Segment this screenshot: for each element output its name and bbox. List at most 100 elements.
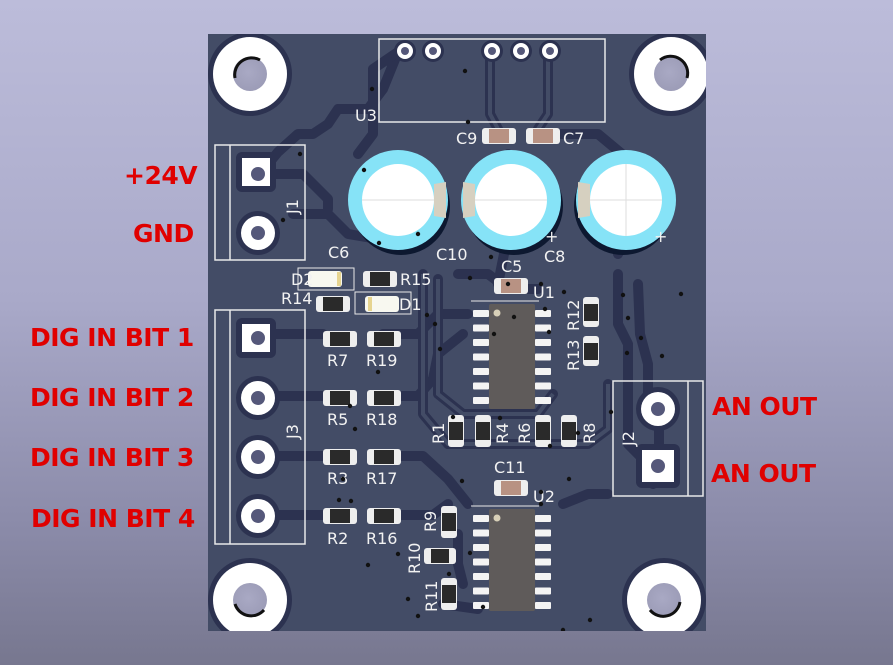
designator-u1: U1: [533, 283, 555, 302]
via: [678, 291, 684, 297]
designator-r13: R13: [564, 340, 583, 371]
ic-pin: [473, 587, 489, 595]
electrolytic-capacitor-c8: [574, 150, 676, 255]
designator-c10: C10: [436, 245, 468, 264]
designator-c5: C5: [501, 257, 522, 276]
via: [340, 476, 346, 482]
ic-pin: [535, 324, 551, 332]
ic-pin: [473, 529, 489, 537]
via: [361, 167, 367, 173]
via: [608, 409, 614, 415]
designator-d2: D2: [291, 270, 314, 289]
ic-pin: [535, 529, 551, 537]
via: [497, 415, 503, 421]
via: [365, 562, 371, 568]
via: [352, 426, 358, 432]
resistor-r7: [323, 331, 357, 347]
designator-r16: R16: [366, 529, 397, 548]
designator-r4: R4: [493, 423, 512, 444]
resistor-r6: [535, 415, 551, 447]
resistor-r11: [441, 578, 457, 610]
resistor-r10: [424, 548, 456, 564]
ic-pin: [535, 587, 551, 595]
via: [575, 430, 581, 436]
designator-r14: R14: [281, 289, 312, 308]
ic-pin: [473, 382, 489, 390]
resistor-r5: [323, 390, 357, 406]
label-dig-in-bit-3: DIG IN BIT 3: [30, 443, 194, 472]
designator-c9: C9: [456, 129, 477, 148]
designator-u2: U2: [533, 487, 555, 506]
via: [546, 329, 552, 335]
designator-r9: R9: [421, 511, 440, 532]
via: [395, 551, 401, 557]
ic-pin: [535, 310, 551, 317]
designator-r5: R5: [327, 410, 348, 429]
via: [538, 281, 544, 287]
via: [347, 403, 353, 409]
resistor-r14: [316, 296, 350, 312]
via: [462, 68, 468, 74]
designator-r8: R8: [580, 423, 599, 444]
ic-pin: [535, 382, 551, 390]
resistor-r13: [583, 336, 599, 366]
via: [542, 306, 548, 312]
ic-pin: [535, 339, 551, 346]
designator-c11: C11: [494, 458, 526, 477]
connector-j3: [214, 309, 306, 545]
via: [467, 550, 473, 556]
via: [467, 275, 473, 281]
via: [587, 617, 593, 623]
ic-pin: [473, 544, 489, 551]
label-dig-in-bit-1: DIG IN BIT 1: [30, 323, 194, 352]
via: [488, 254, 494, 260]
capacitor-c9: [482, 128, 516, 144]
designator-r1: R1: [429, 423, 448, 444]
via: [369, 86, 375, 92]
via: [336, 497, 342, 503]
label-an-out-2: AN OUT: [711, 459, 816, 488]
capacitor-c7: [526, 128, 560, 144]
designator-d1: D1: [399, 295, 422, 314]
resistor-r12: [583, 297, 599, 327]
resistor-r8: [561, 415, 577, 447]
designator-r18: R18: [366, 410, 397, 429]
designator-c6: C6: [328, 243, 349, 262]
designator-u3: U3: [355, 106, 377, 125]
vias: [280, 68, 684, 631]
ic-u2: [471, 505, 551, 611]
designator-j2: J2: [619, 431, 638, 447]
via: [560, 627, 566, 631]
resistor-r9: [441, 506, 457, 538]
via: [446, 571, 452, 577]
designator-c7: C7: [563, 129, 584, 148]
designator-r10: R10: [405, 543, 424, 574]
via: [459, 478, 465, 484]
designator-r6: R6: [515, 423, 534, 444]
via: [638, 335, 644, 341]
ic-pin: [535, 544, 551, 551]
mounting-hole-bottom-left: [208, 558, 292, 631]
ic-pin: [535, 353, 551, 361]
via: [375, 369, 381, 375]
resistor-r15: [363, 271, 397, 287]
via: [415, 613, 421, 619]
electrolytic-capacitor-c10: [461, 150, 563, 255]
resistor-r1: [448, 415, 464, 447]
polarity-plus-c8: +: [654, 227, 667, 246]
via: [348, 498, 354, 504]
designator-r19: R19: [366, 351, 397, 370]
pin1-marker: [493, 309, 501, 317]
label-an-out-1: AN OUT: [712, 392, 817, 421]
designator-r11: R11: [422, 581, 441, 612]
connector-j2: [612, 380, 704, 497]
resistor-r18: [367, 390, 401, 406]
u3-pins: [394, 40, 561, 62]
diode-d2: [297, 267, 355, 291]
via: [297, 151, 303, 157]
ic-pin: [473, 558, 489, 566]
mounting-hole-bottom-right: [622, 558, 706, 631]
mounting-hole-top-left: [208, 34, 292, 116]
designator-j3: J3: [283, 424, 302, 440]
ic-pin: [473, 339, 489, 346]
